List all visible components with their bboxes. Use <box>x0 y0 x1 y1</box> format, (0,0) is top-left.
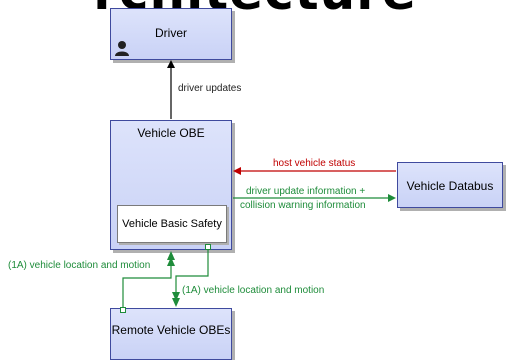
node-vehicle-basic-safety[interactable]: Vehicle Basic Safety <box>117 205 227 243</box>
node-vehicle-obe-label: Vehicle OBE <box>137 126 205 140</box>
node-vehicle-basic-safety-label: Vehicle Basic Safety <box>122 218 222 230</box>
label-driver-updates: driver updates <box>178 83 242 94</box>
arrowhead-location-motion-in <box>167 251 175 260</box>
label-location-motion-in: (1A) vehicle location and motion <box>182 285 325 296</box>
node-remote-vehicle-obes-label: Remote Vehicle OBEs <box>111 323 231 337</box>
user-icon <box>115 41 129 56</box>
label-driver-update-info-2: collision warning information <box>240 200 366 211</box>
arrowhead-driver-update-information <box>388 194 396 202</box>
node-vehicle-obe[interactable]: Vehicle OBE Vehicle Basic Safety <box>110 120 232 250</box>
node-driver[interactable]: Driver <box>110 8 232 60</box>
node-driver-label: Driver <box>155 26 187 40</box>
arrowhead-driver-updates <box>167 60 175 68</box>
node-vehicle-databus[interactable]: Vehicle Databus <box>397 162 503 208</box>
label-host-vehicle-status: host vehicle status <box>273 158 356 169</box>
node-vehicle-databus-label: Vehicle Databus <box>406 179 494 193</box>
port-remote-out <box>120 307 126 313</box>
arrowhead-host-vehicle-status <box>233 167 241 175</box>
flow-location-motion-in <box>122 262 172 308</box>
arrowhead-location-motion-out <box>172 298 180 307</box>
flow-location-motion-out <box>175 249 209 292</box>
port-basic-safety-out <box>205 244 211 250</box>
label-driver-update-info-1: driver update information + <box>246 186 366 197</box>
node-remote-vehicle-obes[interactable]: Remote Vehicle OBEs <box>110 308 232 360</box>
label-location-motion-out: (1A) vehicle location and motion <box>8 260 151 271</box>
